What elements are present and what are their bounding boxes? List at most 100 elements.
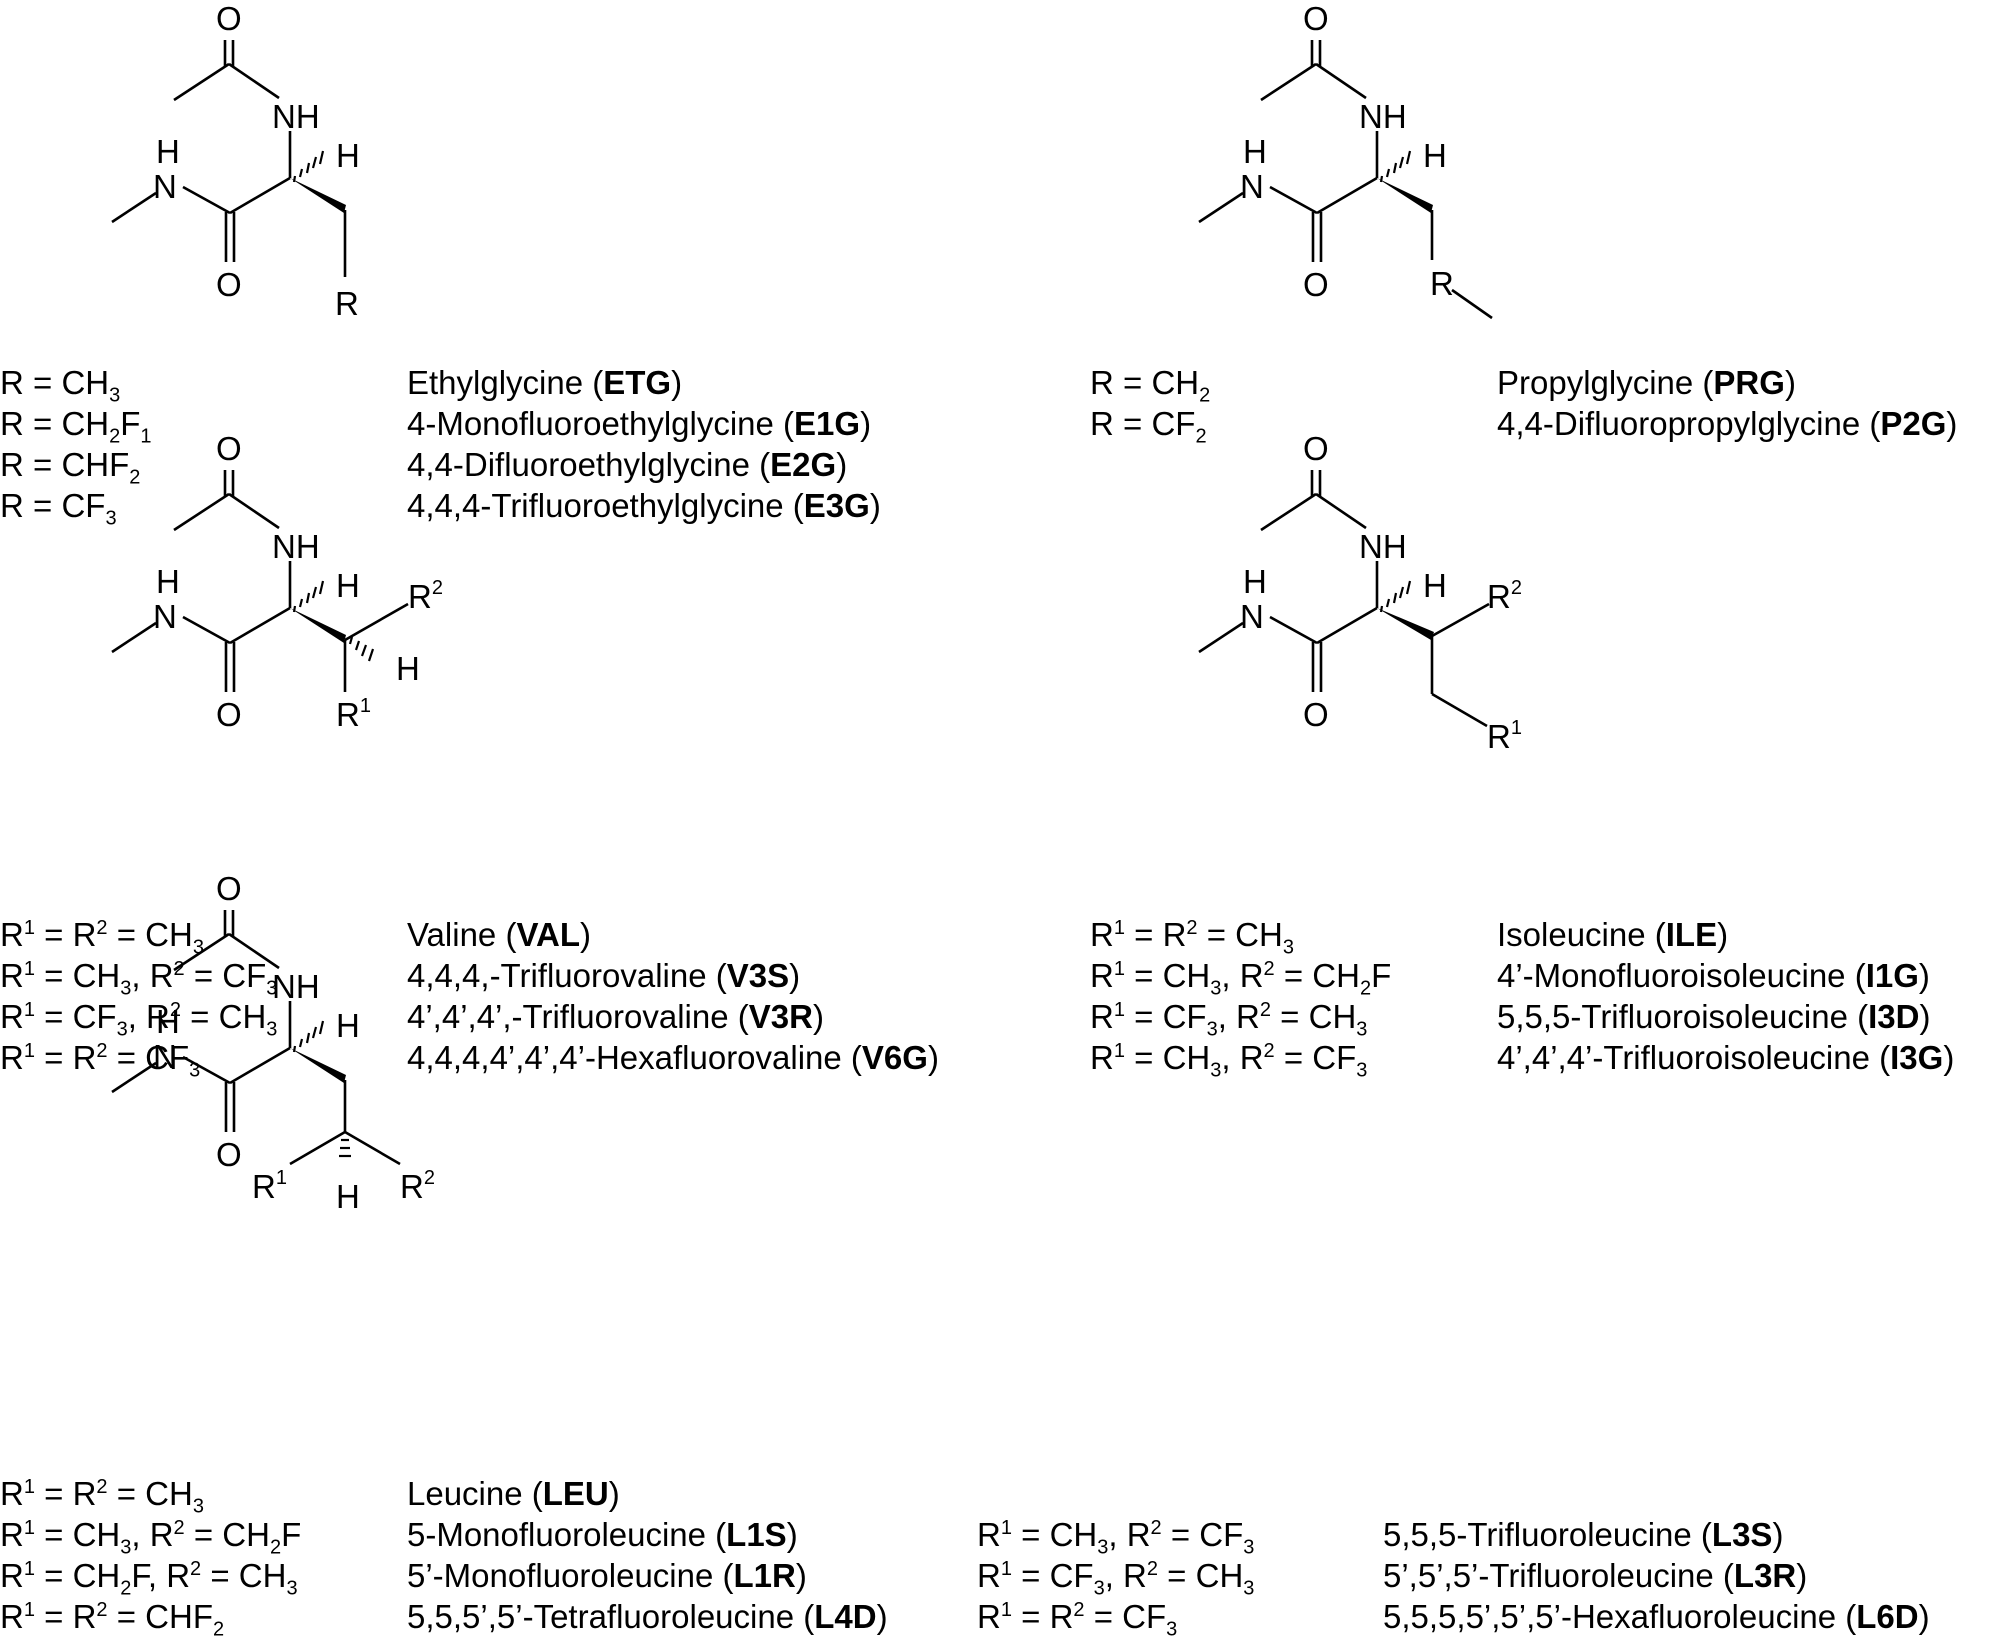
compound-code-close: ) [1918,1598,1930,1635]
substituent-condition: R1 = CF3, R2 = CH3 [977,1557,1255,1600]
compound-name: 5’-Monofluoroleucine (L1R) [407,1556,807,1596]
compound-code: E2G [770,446,837,483]
structure-isoleucine: O NH H N H O R2 R1 [1198,430,1522,755]
compound-name: 5,5,5’,5’-Tetrafluoroleucine (L4D) [407,1597,888,1637]
compound-name: Ethylglycine (ETG) [407,363,682,403]
r1-label: R1 [1487,717,1522,755]
r1-label: R1 [252,1167,287,1205]
compound-name-text: 4,4-Difluoropropylglycine ( [1497,405,1881,442]
amide-nh-label: NH [1359,528,1407,565]
hash-bond [1379,150,1412,183]
compound-code-close: ) [860,405,872,442]
substituent-condition: R1 = CF3, R2 = CH3 [1090,998,1368,1041]
r2-label: R2 [400,1167,435,1205]
substituent-condition: R1 = R2 = CF3 [0,1039,201,1082]
carbonyl-oxygen-label: O [216,430,242,467]
structure-valine: O NH H N H O H R1 R2 [111,430,443,733]
structure-ethylglycine: O NH H N H O R [111,0,360,322]
compound-name: 4,4,4-Trifluoroethylglycine (E3G) [407,486,881,526]
r2-label: R2 [408,577,443,615]
hash-bond [292,580,325,613]
substituent-condition: R = CH2F1 [0,405,152,448]
compound-name-text: 4’,4’,4’,-Trifluorovaline ( [407,998,749,1035]
compound-name-text: 4,4,4,-Trifluorovaline ( [407,957,727,994]
compound-code-close: ) [1946,405,1958,442]
compound-code: L3S [1711,1516,1773,1553]
substituent-condition: R1 = R2 = CF3 [977,1598,1178,1641]
amine-n-label: N [1240,168,1264,205]
carbonyl-oxygen-label: O [216,870,242,907]
compound-name-text: 5-Monofluoroleucine ( [407,1516,727,1553]
compound-code: P2G [1880,405,1947,442]
compound-code-close: ) [1918,957,1930,994]
compound-name: 4,4,4,-Trifluorovaline (V3S) [407,956,800,996]
hash-bond [1379,580,1412,613]
compound-name-text: 4’-Monofluoroisoleucine ( [1497,957,1866,994]
compound-name-text: 4,4,4-Trifluoroethylglycine ( [407,487,804,524]
compound-name-text: 4,4-Difluoroethylglycine ( [407,446,771,483]
carboxyl-oxygen-label: O [1303,696,1329,733]
amine-h-label: H [1243,133,1267,170]
compound-name: Leucine (LEU) [407,1474,620,1514]
compound-code-close: ) [1919,998,1931,1035]
compound-code: I3D [1868,998,1920,1035]
compound-code: L1R [733,1557,796,1594]
substituent-condition: R = CF2 [1090,405,1207,448]
substituent-condition: R1 = CH3, R2 = CH2F [1090,957,1392,1000]
amide-nh-label: NH [272,528,320,565]
compound-code-close: ) [927,1039,939,1076]
hash-bond-gamma [339,1138,351,1158]
compound-name: 4-Monofluoroethylglycine (E1G) [407,404,871,444]
beta-h-label: H [396,650,420,687]
compound-name-text: Leucine ( [407,1475,543,1512]
compound-name-text: Valine ( [407,916,517,953]
compound-code: L6D [1856,1598,1919,1635]
structure-propylglycine: O NH H N H O R [1198,0,1493,320]
compound-name-text: Isoleucine ( [1497,916,1666,953]
compound-name: 4’,4’,4’,-Trifluorovaline (V3R) [407,997,824,1037]
compound-name: 4,4-Difluoroethylglycine (E2G) [407,445,847,485]
compound-name-text: 5,5,5,5’,5’,5’-Hexafluoroleucine ( [1383,1598,1857,1635]
side-chain-r-label: R [335,285,359,322]
substituent-condition: R = CF3 [0,487,117,530]
compound-code: E1G [794,405,861,442]
substituent-condition: R1 = CH2F, R2 = CH3 [0,1557,298,1600]
compound-name-text: 5,5,5’,5’-Tetrafluoroleucine ( [407,1598,815,1635]
carbonyl-oxygen-label: O [1303,430,1329,467]
compound-name-text: 5’-Monofluoroleucine ( [407,1557,734,1594]
amine-h-label: H [156,563,180,600]
compound-code-close: ) [869,487,881,524]
amine-n-label: N [153,598,177,635]
compound-code-close: ) [580,916,592,953]
compound-code: L1S [726,1516,787,1553]
compound-name: 4’,4’,4’-Trifluoroisoleucine (I3G) [1497,1038,1954,1078]
compound-code-close: ) [671,364,683,401]
compound-code-close: ) [812,998,824,1035]
substituent-condition: R1 = CH3, R2 = CF3 [977,1516,1255,1559]
amide-nh-label: NH [1359,98,1407,135]
substituent-condition: R1 = R2 = CH3 [1090,916,1294,959]
compound-name: 5,5,5,5’,5’,5’-Hexafluoroleucine (L6D) [1383,1597,1930,1637]
compound-code: V6G [861,1039,928,1076]
substituent-condition: R = CH3 [0,364,121,407]
amine-n-label: N [153,1038,177,1075]
compound-code-close: ) [1772,1516,1784,1553]
amine-n-label: N [153,168,177,205]
amine-n-label: N [1240,598,1264,635]
amine-h-label: H [156,1003,180,1040]
compound-code: PRG [1713,364,1785,401]
compound-code-close: ) [795,1557,807,1594]
carboxyl-oxygen-label: O [216,696,242,733]
compound-code: V3R [748,998,813,1035]
compound-code: VAL [516,916,581,953]
compound-name: Isoleucine (ILE) [1497,915,1728,955]
substituent-condition: R1 = CH3, R2 = CH2F [0,1516,302,1559]
alpha-h-label: H [1423,567,1447,604]
substituent-condition: R1 = R2 = CH3 [0,1475,204,1518]
substituent-condition: R = CH2 [1090,364,1211,407]
compound-name-text: 5,5,5-Trifluoroisoleucine ( [1497,998,1869,1035]
compound-code-close: ) [876,1598,888,1635]
compound-code: L4D [814,1598,877,1635]
